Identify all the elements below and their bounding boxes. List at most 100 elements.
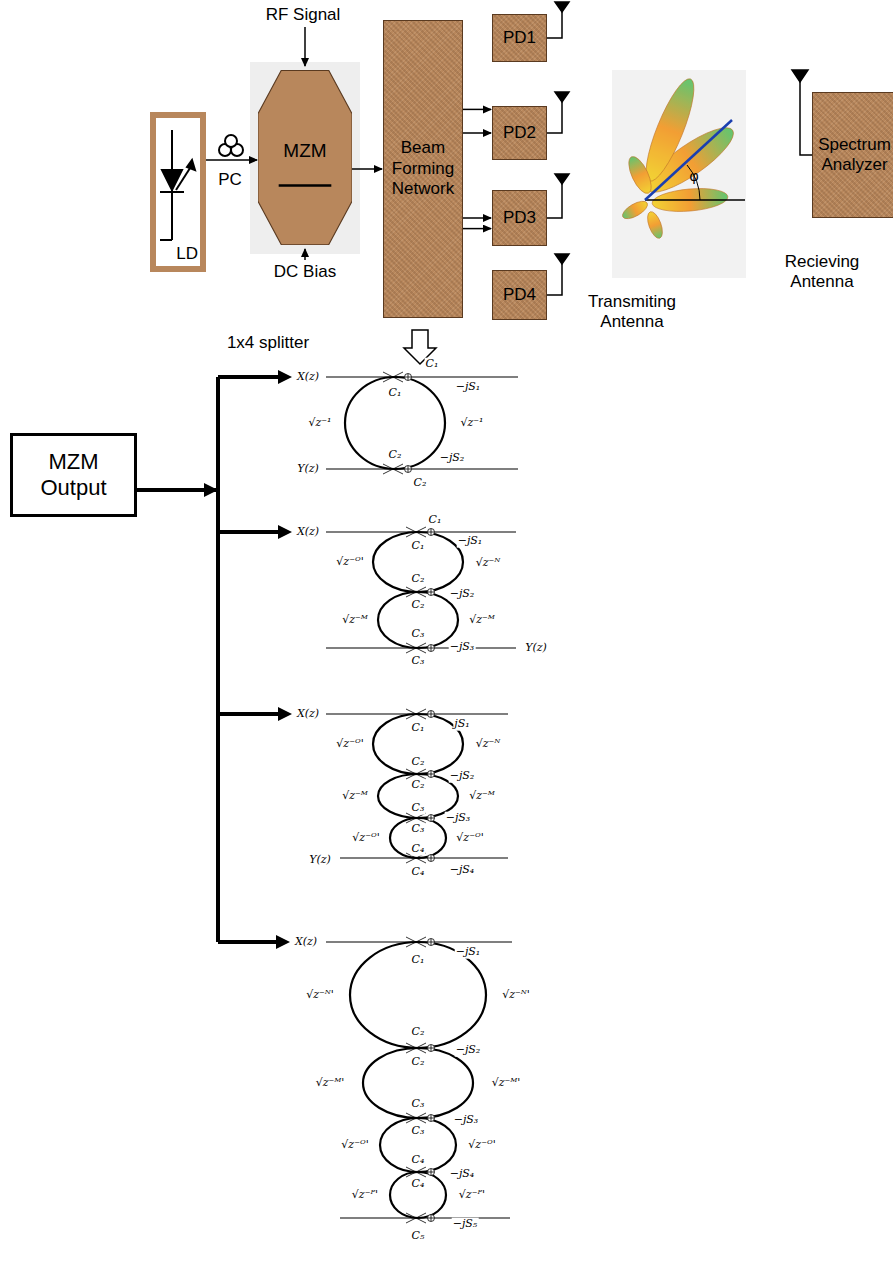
- annotation-label: PC: [218, 170, 242, 190]
- ring-parameter: √z⁻ᴹ: [468, 790, 496, 803]
- ring-parameter: −jS₂: [455, 1044, 482, 1057]
- ring-parameter: −jS₃: [453, 1114, 480, 1127]
- coupler-mark: [428, 939, 434, 945]
- node-label: Beam Forming Network: [384, 136, 462, 201]
- node-label: PD3: [501, 206, 538, 230]
- coupler-mark: [428, 1215, 434, 1221]
- ring-parameter: √z⁻¹: [459, 417, 484, 430]
- ring-parameter: C₃: [411, 823, 426, 836]
- output-box: MZM Output: [10, 433, 137, 517]
- signal-arrow: [206, 159, 257, 161]
- coupler-mark: [428, 939, 435, 946]
- ring-parameter: √z⁻¹: [307, 417, 332, 430]
- ring-parameter: √z⁻ᴺ: [475, 557, 502, 570]
- ring-resonator: [326, 377, 518, 1218]
- coupler-mark: [406, 709, 426, 719]
- splitter-lines: [135, 377, 280, 942]
- node-label: PD1: [501, 26, 538, 50]
- coupler-mark: [428, 855, 434, 861]
- coupler-mark: [428, 855, 435, 862]
- coupler-mark: [406, 1043, 426, 1053]
- coupler-mark: [428, 711, 435, 718]
- ring-parameter: √z⁻ᴹ: [468, 614, 496, 627]
- ring-parameter: C₁: [411, 722, 426, 735]
- signal-arrow: [463, 132, 491, 134]
- coupler-mark: [428, 1115, 434, 1121]
- ring-parameter: C₁: [411, 540, 426, 553]
- coupler-mark: [406, 769, 426, 779]
- annotation-label: 1x4 splitter: [227, 333, 309, 353]
- node-label: PD4: [501, 283, 538, 307]
- ring-parameter: −jS₂: [449, 588, 476, 601]
- coupler-mark: [428, 1169, 434, 1175]
- ring-parameter: √z⁻ᴾ': [458, 1189, 486, 1202]
- coupler-mark: [428, 771, 434, 777]
- coupler-mark: [406, 1213, 426, 1223]
- ring-parameter: −jS₂: [449, 770, 476, 783]
- ring-parameter: √z⁻ᴹ': [315, 1077, 346, 1090]
- ring-parameter: X(z): [296, 526, 320, 539]
- ring-parameter: C₁: [428, 514, 443, 527]
- ring-parameter: √z⁻ᴺ': [501, 989, 531, 1002]
- photodiode-box: PD3: [492, 190, 547, 246]
- ring-parameter: C₂: [411, 1026, 426, 1039]
- ring-parameter: C₁: [388, 387, 403, 400]
- coupler-mark: [406, 1167, 426, 1177]
- ring-parameter: √z⁻ᴼ': [455, 832, 484, 845]
- ring-parameter: C₁: [411, 954, 426, 967]
- annotation-label: DC Bias: [274, 262, 336, 282]
- ring-parameter: −jS₄: [449, 864, 476, 877]
- coupler-mark: [405, 374, 411, 380]
- coupler-mark: [406, 813, 426, 823]
- ring-parameter: C₃: [411, 1125, 426, 1138]
- coupler-mark: [406, 587, 426, 597]
- ring-parameter: C₅: [411, 1230, 426, 1243]
- annotation-label: φ: [689, 168, 698, 184]
- ring-parameter: √z⁻ᴹ: [341, 790, 369, 803]
- antenna: [547, 2, 812, 295]
- coupler-mark: [428, 1115, 435, 1122]
- coupler-mark: [428, 771, 435, 778]
- coupler-mark: [406, 1213, 426, 1223]
- coupler-mark: [428, 815, 434, 821]
- coupler-mark: [406, 937, 426, 947]
- coupler-mark: [405, 466, 411, 472]
- annotation-label: RF Signal: [266, 5, 341, 25]
- coupler-mark: [406, 527, 426, 537]
- ring-parameter: √z⁻ᴹ': [491, 1077, 522, 1090]
- ring-parameter: √z⁻ᴼ': [335, 556, 364, 569]
- coupler-mark: [383, 464, 403, 474]
- ring-parameter: −jS₁: [455, 381, 482, 394]
- ring-parameter: jS₁: [453, 718, 470, 731]
- coupler-mark: [428, 1045, 435, 1052]
- modulator-hexagon: MZM: [258, 70, 352, 245]
- ring-parameter: C₂: [411, 1056, 426, 1069]
- coupler-mark: [428, 815, 435, 822]
- node-label: Spectrum Analyzer: [813, 133, 893, 178]
- coupler-mark: [406, 813, 426, 823]
- coupler-mark: [428, 589, 435, 596]
- annotation-label: Recieving Antenna: [777, 252, 867, 291]
- coupler-mark: [406, 587, 426, 597]
- ring-parameter: −jS₃: [449, 641, 476, 654]
- coupler-mark: [406, 769, 426, 779]
- annotation-label: Transmiting Antenna: [580, 292, 685, 331]
- ring-parameter: −jS₂: [439, 452, 466, 465]
- signal-arrow: [463, 109, 491, 111]
- coupler-mark: [428, 529, 435, 536]
- ring-parameter: C₄: [411, 843, 426, 856]
- node-label: MZM: [281, 138, 328, 165]
- photodiode-box: PD1: [492, 14, 547, 62]
- ring-parameter: C₃: [411, 628, 426, 641]
- coupler-mark: [406, 1113, 426, 1123]
- polarization-controller: [219, 135, 243, 156]
- beamforming-box: Beam Forming Network: [383, 20, 463, 318]
- ring-parameter: C₄: [411, 1178, 426, 1191]
- signal-arrow: [463, 228, 491, 230]
- photodiode-box: PD4: [492, 270, 547, 320]
- ring-parameter: √z⁻ᴺ: [475, 738, 502, 751]
- ring-parameter: C₃: [411, 802, 426, 815]
- ring-parameter: √z⁻ᴹ: [341, 614, 369, 627]
- ring-parameter: C₂: [411, 779, 426, 792]
- coupler-mark: [428, 645, 434, 651]
